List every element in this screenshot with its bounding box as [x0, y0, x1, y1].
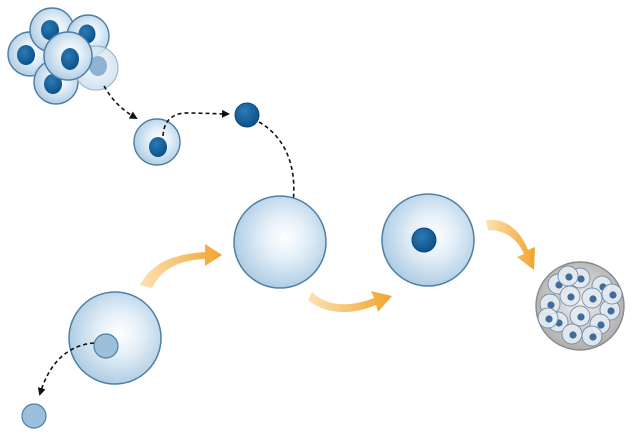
- embryo-cell-nucleus: [565, 273, 573, 281]
- embryo-cell-nucleus: [545, 315, 553, 323]
- dashed-arrow-extract-nucleus: [162, 109, 230, 137]
- reconstructed-egg-icon: [381, 193, 475, 287]
- embryo-cell-nucleus: [589, 295, 597, 303]
- donor-nucleus-icon: [234, 102, 260, 128]
- enucleated-egg-icon: [233, 195, 327, 289]
- embryo-cell-nucleus: [589, 333, 597, 341]
- dashed-arrow-remove-nucleus: [37, 342, 95, 396]
- embryo-cell-nucleus: [609, 291, 617, 299]
- embryo-cell-nucleus: [607, 307, 615, 315]
- embryo-cell-nucleus: [567, 293, 575, 301]
- somatic-cell-cluster-icon: [7, 7, 119, 105]
- embryo-cell-nucleus: [577, 313, 585, 321]
- blastocyst-icon: [535, 261, 625, 351]
- embryo-cell-nucleus: [577, 275, 585, 283]
- embryo-cells: [537, 265, 623, 347]
- donor-cell-icon: [133, 118, 181, 166]
- embryo-cell-nucleus: [569, 331, 577, 339]
- orange-arrow-step-1: [140, 244, 222, 288]
- orange-arrow-step-3: [486, 219, 535, 270]
- embryo-cell-nucleus: [597, 321, 605, 329]
- embryo-cell-nucleus: [547, 301, 555, 309]
- orange-arrow-step-2: [308, 291, 392, 313]
- cluster-cell-front: [43, 31, 93, 81]
- egg-cell-icon: [68, 291, 162, 385]
- dashed-arrow-extract-cell: [103, 85, 138, 119]
- removed-nucleus-icon: [21, 403, 47, 429]
